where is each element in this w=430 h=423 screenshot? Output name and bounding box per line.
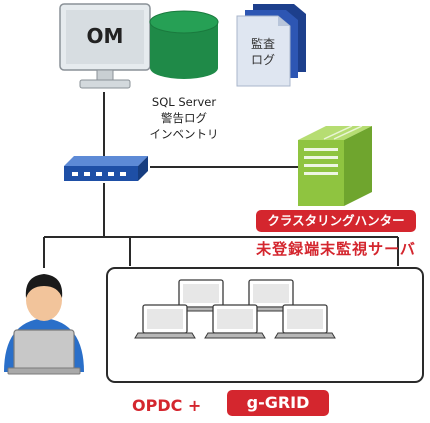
om-monitor — [59, 3, 151, 89]
monitor-server-label: 未登録端末監視サーバ — [256, 240, 416, 258]
network-switch-icon — [64, 156, 148, 181]
database-icon — [149, 10, 219, 79]
database-label-line2: 警告ログ — [161, 111, 207, 125]
audit-log-label-line2: ログ — [250, 53, 275, 67]
ggrid-badge: g-GRID — [227, 390, 329, 416]
audit-log-label: 監査 ログ — [238, 36, 288, 68]
user-avatar-icon — [4, 274, 84, 375]
connection-lines — [43, 92, 399, 268]
cluster-hunter-badge: クラスタリングハンター — [256, 210, 416, 232]
laptop-icon — [204, 304, 266, 339]
laptop-icon — [274, 304, 336, 339]
database-label-line3: インベントリ — [149, 127, 219, 141]
database-label-line1: SQL Server — [151, 95, 217, 109]
audit-log-document-icon — [236, 4, 306, 87]
audit-log-label-line1: 監査 — [250, 37, 275, 51]
server-tower-icon — [298, 125, 372, 206]
opdc-label: OPDC + — [132, 396, 202, 415]
database-label: SQL Server 警告ログ インベントリ — [118, 94, 250, 142]
laptop-icon — [134, 304, 196, 339]
om-label: OM — [86, 24, 124, 48]
